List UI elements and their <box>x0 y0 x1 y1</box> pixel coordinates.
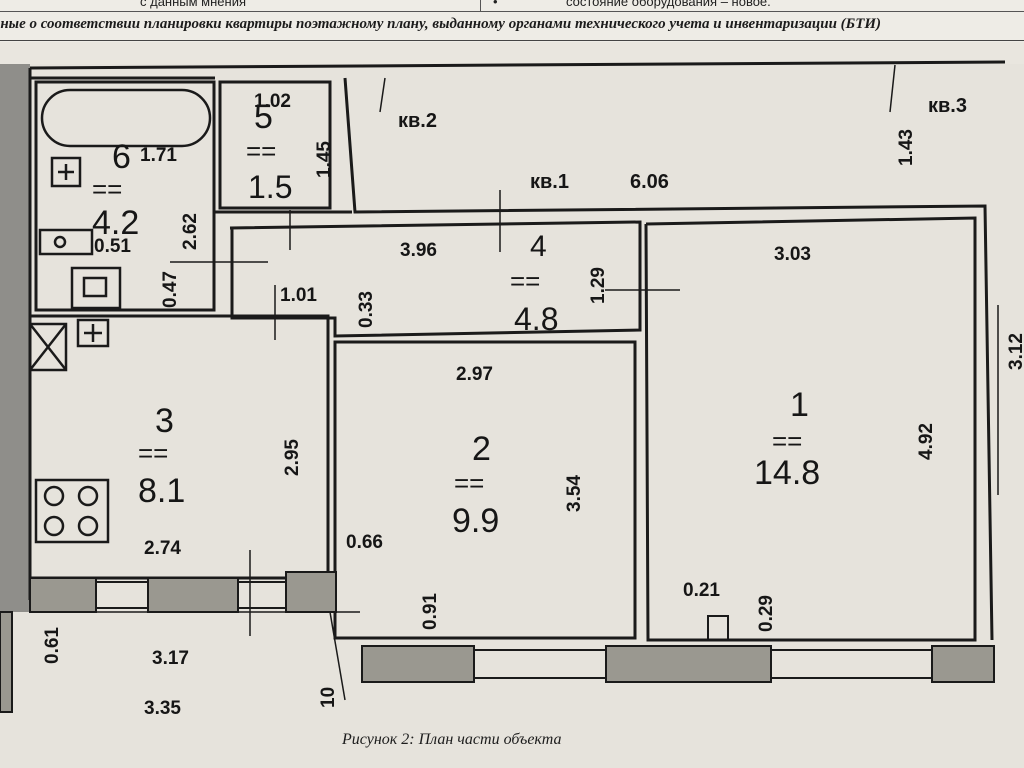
header-table-row: с данным мнения • состояние оборудования… <box>0 0 1024 12</box>
dim-3-35: 3.35 <box>144 698 181 719</box>
room-6-area: 4.2 <box>92 204 139 242</box>
room-1-sep: == <box>772 426 802 456</box>
dim-2-62: 2.62 <box>180 213 201 250</box>
dim-0-29: 0.29 <box>756 595 777 632</box>
left-shadow <box>0 42 30 612</box>
kv2-tick <box>379 77 386 113</box>
room-3-area: 8.1 <box>138 472 185 510</box>
dim-4-92: 4.92 <box>916 423 937 460</box>
outer-top-wall <box>29 60 1006 70</box>
room-1-area: 14.8 <box>754 454 820 492</box>
room-4-outline <box>229 220 642 338</box>
room-3-number: 3 <box>155 402 174 440</box>
header-divider <box>480 0 481 11</box>
dim-0-51: 0.51 <box>94 236 131 257</box>
label-kv1: кв.1 <box>530 171 569 193</box>
toilet-icon <box>70 266 122 310</box>
figure-caption: Рисунок 2: План части объекта <box>342 731 562 748</box>
room-1-number: 1 <box>790 386 809 424</box>
dim-6-06: 6.06 <box>630 171 669 193</box>
dim-0-21: 0.21 <box>683 580 720 601</box>
window-room-2 <box>473 649 607 679</box>
wall-block-left <box>0 611 13 713</box>
dim-1-02: 1.02 <box>254 91 291 112</box>
dim-10: 10 <box>318 687 339 708</box>
header-right-fragment: состояние оборудования – новое. <box>566 0 771 9</box>
dim-0-33: 0.33 <box>356 291 377 328</box>
header-left-fragment: с данным мнения <box>140 0 247 9</box>
dim-3-17: 3.17 <box>152 648 189 669</box>
room-4-number: 4 <box>530 230 547 263</box>
dim-3-96: 3.96 <box>400 240 437 261</box>
document-header: с данным мнения • состояние оборудования… <box>0 0 1024 42</box>
dim-1-43: 1.43 <box>896 129 917 166</box>
dim-2-74: 2.74 <box>144 538 181 559</box>
room-2-outline <box>333 340 637 640</box>
label-kv2: кв.2 <box>398 110 437 132</box>
room-1-outline <box>644 216 977 642</box>
dim-2-97: 2.97 <box>456 364 493 385</box>
dim-0-91: 0.91 <box>420 593 441 630</box>
kv1-boundary <box>343 77 994 641</box>
room-2-number: 2 <box>472 430 491 468</box>
dim-1-45: 1.45 <box>314 141 335 178</box>
floor-plan: кв.2 кв.1 кв.3 6 == 4.2 5 == 1.5 4 == 4.… <box>0 42 1024 719</box>
label-kv3: кв.3 <box>928 95 967 117</box>
dim-0-66: 0.66 <box>346 532 383 553</box>
stove-icon <box>34 478 110 544</box>
washing-machine-icon <box>38 228 94 256</box>
dim-3-12: 3.12 <box>1006 333 1024 370</box>
dim-1-29: 1.29 <box>588 267 609 304</box>
room-5-number: 5 <box>254 98 273 136</box>
room-2-area: 9.9 <box>452 502 499 540</box>
wall-block-1 <box>29 577 97 613</box>
kitchen-sink-icon <box>76 318 110 348</box>
radiator-room-1 <box>707 615 729 641</box>
dim-3-54: 3.54 <box>564 475 585 512</box>
wall-block-6 <box>931 645 995 683</box>
wall-block-2 <box>147 577 239 613</box>
balcony-right <box>329 611 346 701</box>
ventilation-icon <box>28 322 68 372</box>
dim-1-01: 1.01 <box>280 285 317 306</box>
room-6-sep: == <box>92 174 122 204</box>
room-6-outline <box>34 80 216 312</box>
wall-block-5 <box>605 645 772 683</box>
bathtub-icon <box>40 88 212 148</box>
plan-subtitle: нные о соответствии планировки квартиры … <box>0 16 882 32</box>
room-4-sep: == <box>510 266 540 296</box>
washbasin-icon <box>50 156 82 188</box>
window-kitchen-1 <box>95 581 149 609</box>
wall-block-3 <box>285 571 337 613</box>
room-5-area: 1.5 <box>248 169 292 205</box>
dim-0-61: 0.61 <box>42 627 63 664</box>
room-6-number: 6 <box>112 138 131 176</box>
header-rule <box>0 40 1024 41</box>
window-room-1 <box>770 649 933 679</box>
header-bullet: • <box>493 0 498 9</box>
room-4-area: 4.8 <box>514 301 558 337</box>
dim-1-71: 1.71 <box>140 145 177 166</box>
dim-3-03: 3.03 <box>774 244 811 265</box>
dim-0-47: 0.47 <box>160 271 181 308</box>
room-3-sep: == <box>138 438 168 468</box>
room-5-outline <box>218 80 332 210</box>
kv3-tick <box>889 64 896 113</box>
room-5-sep: == <box>246 136 276 166</box>
window-kitchen-2 <box>237 581 287 609</box>
dim-2-95: 2.95 <box>282 439 303 476</box>
wall-block-4 <box>361 645 475 683</box>
top-band <box>0 42 1024 64</box>
room-2-sep: == <box>454 468 484 498</box>
